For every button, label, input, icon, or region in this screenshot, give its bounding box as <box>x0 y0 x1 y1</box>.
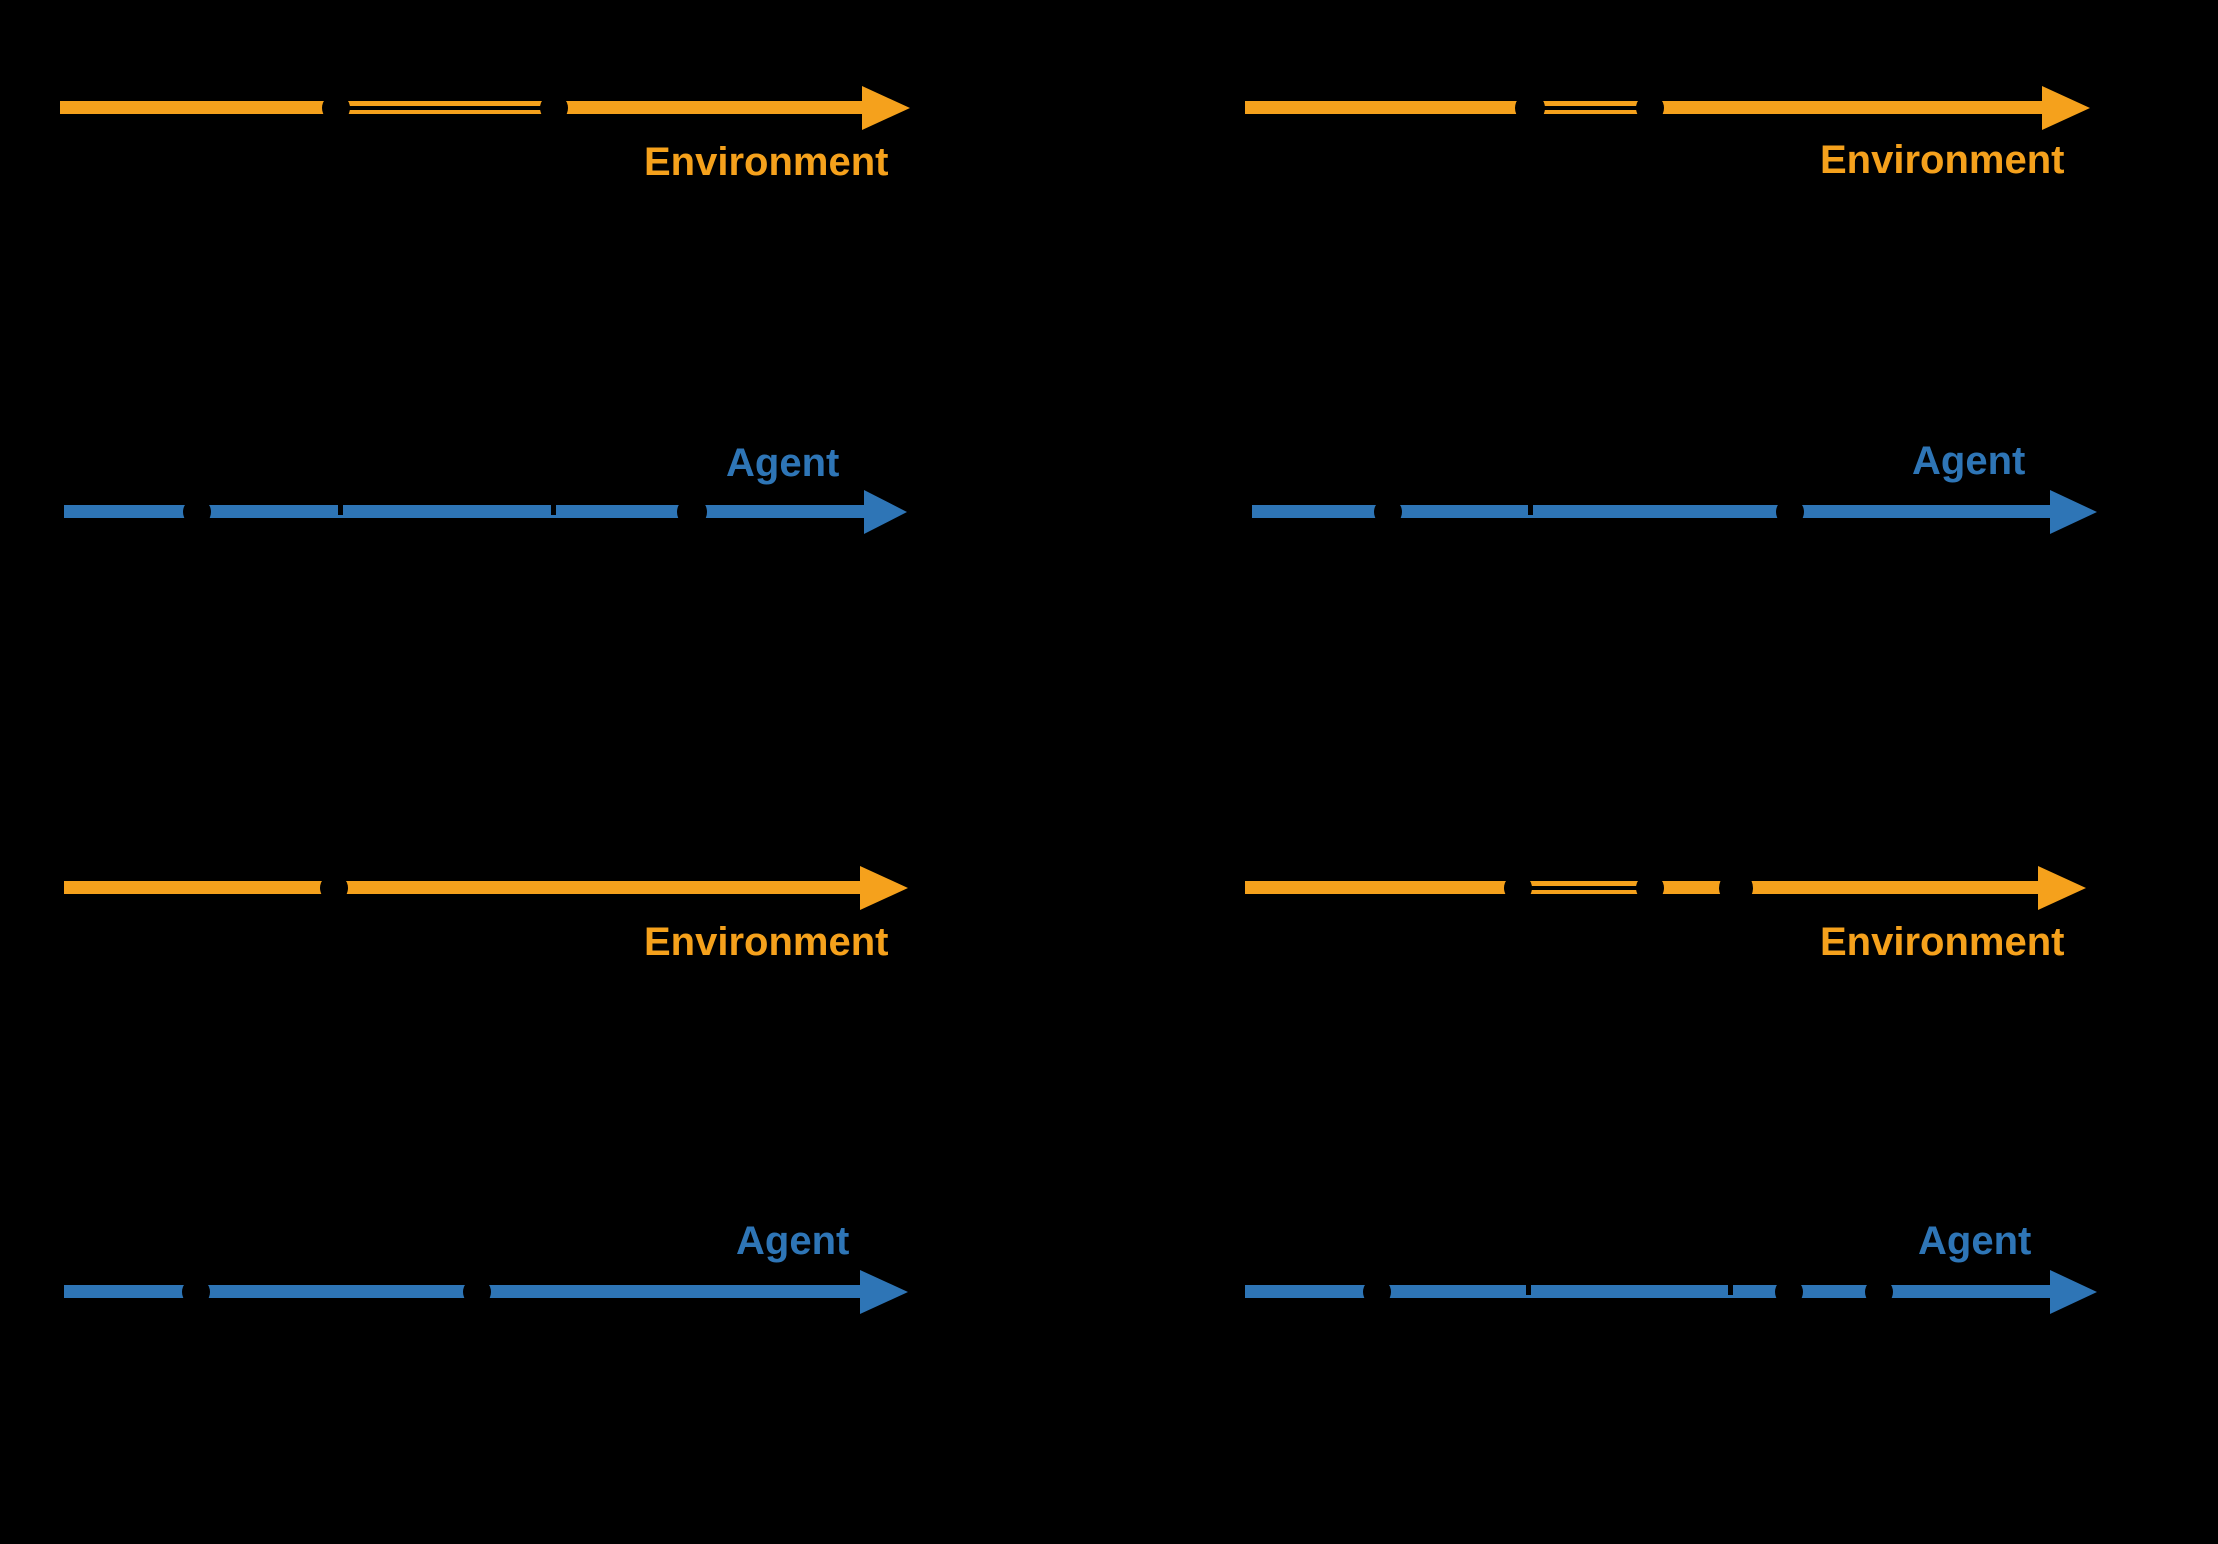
event-dot <box>1719 870 1753 905</box>
tick-mark <box>1526 1285 1531 1295</box>
environment-arrowhead-icon <box>2042 85 2090 130</box>
agent-timeline-bar <box>64 505 864 518</box>
agent-label: Agent <box>1912 439 2026 483</box>
agent-arrowhead-icon <box>864 489 907 534</box>
event-dot <box>320 873 348 902</box>
event-dot <box>1636 93 1664 122</box>
environment-timeline-bar <box>1245 881 1518 894</box>
environment-label: Environment <box>1820 920 2065 964</box>
event-dot <box>1515 92 1545 123</box>
environment-timeline-bar <box>60 101 336 114</box>
tick-mark <box>551 505 556 515</box>
environment-label: Environment <box>644 140 889 184</box>
environment-arrowhead-icon <box>2038 865 2086 910</box>
tick-mark <box>1728 1285 1733 1295</box>
event-dot <box>183 497 211 526</box>
environment-timeline-hollow-bar <box>1518 881 1650 894</box>
environment-label: Environment <box>1820 138 2065 182</box>
event-dot <box>1776 497 1804 526</box>
agent-timeline-bar <box>1245 1285 2050 1298</box>
environment-label: Environment <box>644 920 889 964</box>
environment-arrowhead-icon <box>860 865 908 910</box>
agent-arrowhead-icon <box>2050 1269 2097 1314</box>
environment-timeline-bar <box>1650 101 2042 114</box>
tick-mark <box>338 505 343 515</box>
agent-label: Agent <box>726 441 840 485</box>
environment-timeline-bar <box>554 101 862 114</box>
environment-timeline-hollow-bar <box>1530 101 1650 114</box>
event-dot <box>1374 497 1402 526</box>
agent-label: Agent <box>1918 1219 2032 1263</box>
agent-arrowhead-icon <box>2050 489 2097 534</box>
environment-arrowhead-icon <box>862 85 910 130</box>
event-dot <box>1865 1277 1893 1306</box>
environment-timeline-bar <box>1650 881 2038 894</box>
event-dot <box>1636 873 1664 902</box>
tick-mark <box>1528 505 1533 515</box>
agent-label: Agent <box>736 1219 850 1263</box>
agent-arrowhead-icon <box>860 1269 908 1314</box>
environment-timeline-hollow-bar <box>336 101 554 114</box>
agent-timeline-bar <box>64 1285 860 1298</box>
event-dot <box>540 93 568 122</box>
event-dot <box>1363 1277 1391 1306</box>
environment-timeline-bar <box>1245 101 1530 114</box>
environment-timeline-bar <box>64 881 860 894</box>
event-dot <box>1775 1277 1803 1306</box>
event-dot <box>1504 873 1532 902</box>
event-dot <box>463 1277 491 1306</box>
event-dot <box>182 1277 210 1306</box>
event-dot <box>677 496 707 527</box>
event-dot <box>322 93 350 122</box>
agent-timeline-bar <box>1252 505 2050 518</box>
